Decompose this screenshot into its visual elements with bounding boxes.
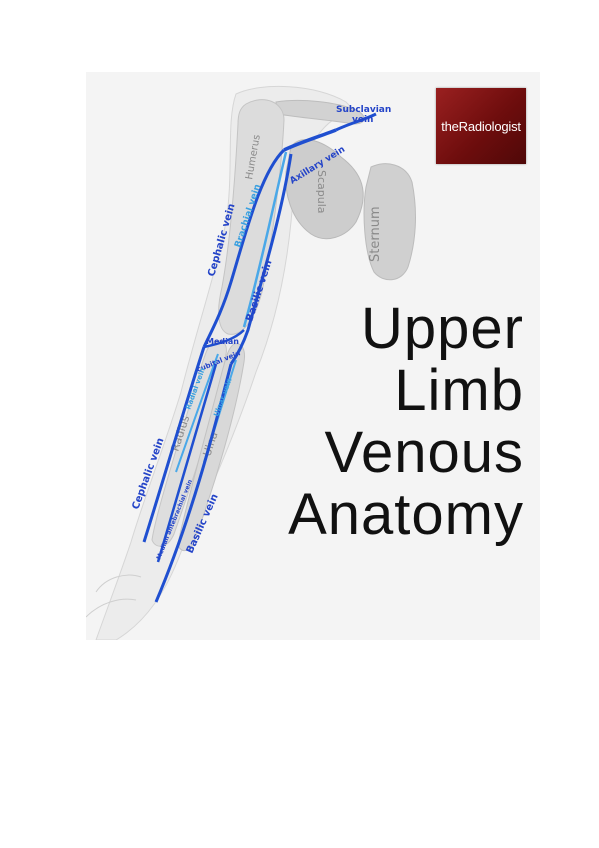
axillary-vein <box>283 128 337 152</box>
subclavian-label-2: vein <box>352 115 373 125</box>
basilic-vein-upper <box>229 153 293 365</box>
title-line-4: Anatomy <box>288 482 524 547</box>
title-line-1: Upper <box>361 296 524 361</box>
brachial-vein <box>242 151 288 328</box>
scapula-bone <box>285 139 364 240</box>
cephalic-vein-upper <box>202 148 286 348</box>
subclavian-vein <box>335 112 377 132</box>
sternum-label: Sternum <box>368 206 383 262</box>
hand-outline <box>86 574 142 618</box>
subclavian-label-1: Subclavian <box>336 105 391 115</box>
theradiologist-logo: theRadiologist <box>436 88 526 164</box>
median-antebrachial-vein <box>156 363 218 563</box>
title-line-2: Limb <box>394 358 524 423</box>
scapula-label: Scapula <box>315 170 328 214</box>
sternum-bone <box>363 163 416 281</box>
poster: Humerus Scapula Sternum Radius Ulna Subc… <box>86 72 540 640</box>
cephalic-vein-lower <box>142 346 206 543</box>
basilic-vein-lower <box>154 363 233 603</box>
title-line-3: Venous <box>324 420 524 485</box>
radial-vein <box>175 353 219 473</box>
median-cubital-vein <box>203 329 245 349</box>
page-title: Upper Limb Venous Anatomy <box>224 298 524 546</box>
median-cubital-label-1: Median <box>206 337 239 346</box>
logo-text: theRadiologist <box>441 118 521 134</box>
anatomy-diagram: Humerus Scapula Sternum Radius Ulna Subc… <box>86 86 416 640</box>
